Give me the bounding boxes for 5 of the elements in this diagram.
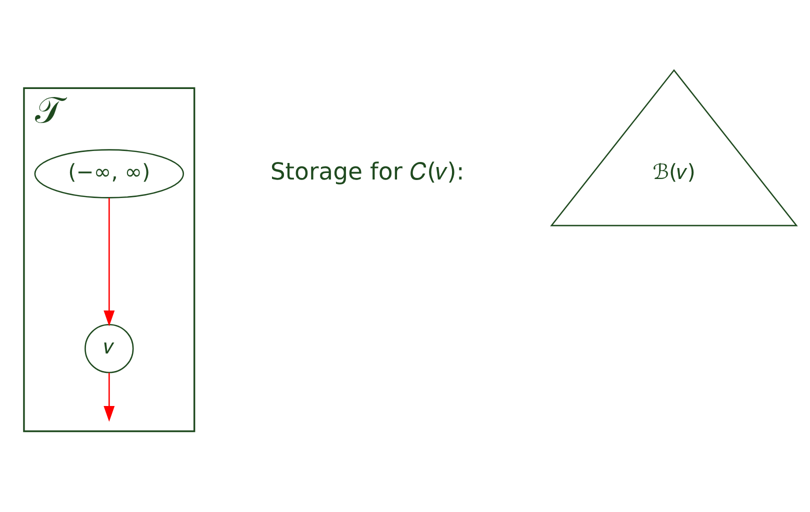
label: Storage for 𝐶(𝑣): — [270, 158, 464, 186]
node-circle: 𝑣 — [84, 324, 134, 374]
arrow — [104, 198, 115, 326]
arrow — [104, 372, 115, 422]
node-ellipse: (−∞, ∞) — [34, 149, 184, 198]
